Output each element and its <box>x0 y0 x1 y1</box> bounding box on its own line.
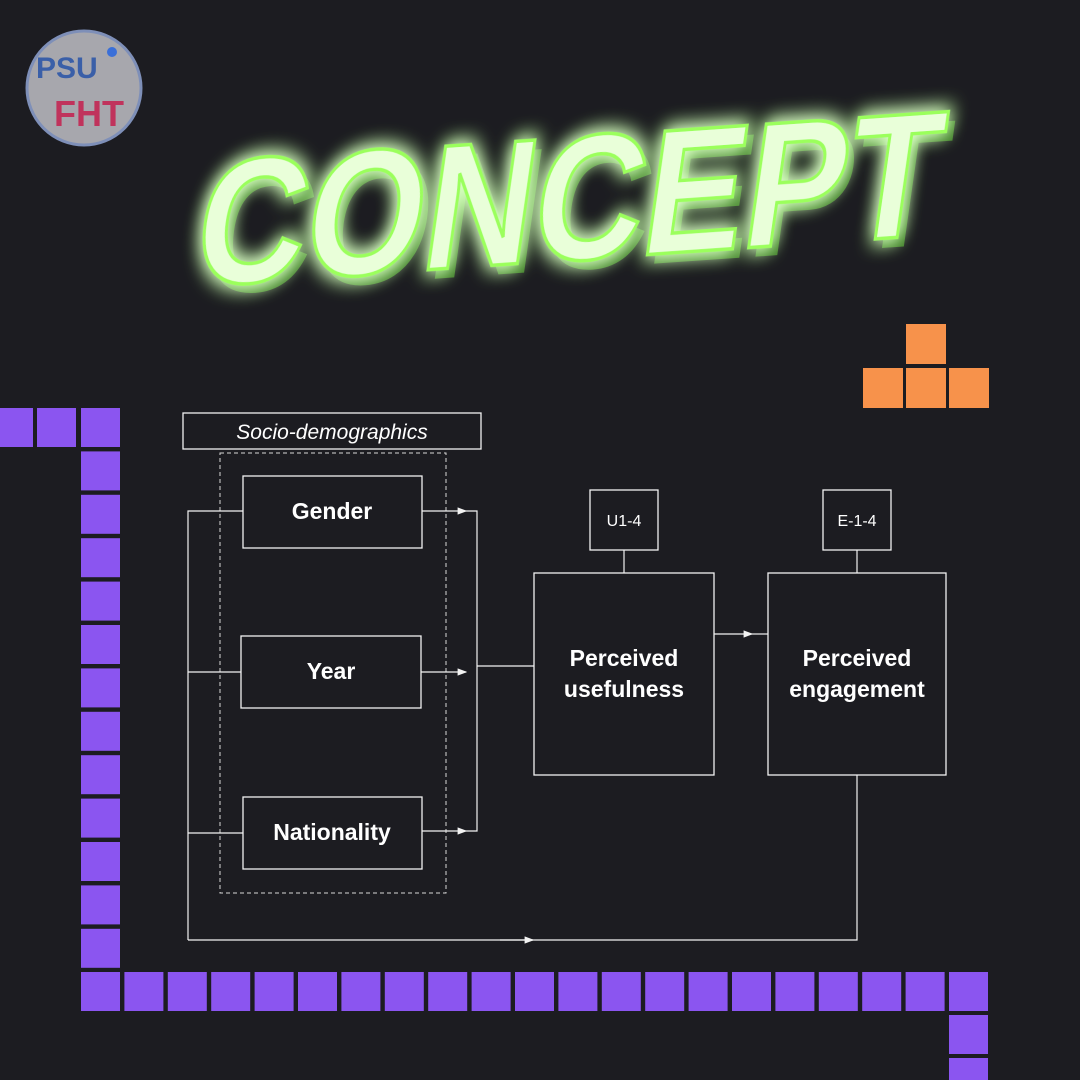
purple-block <box>645 972 685 1011</box>
purple-block <box>0 408 33 447</box>
purple-block <box>81 494 120 534</box>
purple-block <box>81 538 120 578</box>
purple-block <box>81 711 120 751</box>
purple-block <box>384 972 424 1011</box>
factor-nationality: Nationality <box>273 819 391 845</box>
purple-block <box>81 885 120 925</box>
purple-block <box>949 1058 988 1080</box>
purple-block <box>298 972 337 1011</box>
purple-block <box>949 1015 988 1054</box>
group-label-box <box>182 412 482 450</box>
purple-block <box>81 668 120 708</box>
purple-block <box>949 972 988 1011</box>
purple-block <box>818 972 858 1011</box>
factor-gender: Gender <box>292 498 373 524</box>
purple-block <box>81 798 120 838</box>
feedback-connector <box>188 775 858 941</box>
group-label: Socio-demographics <box>236 421 428 444</box>
logo-line1: PSU <box>36 52 98 85</box>
engagement-label-1: Perceived <box>803 645 912 671</box>
logo-line2: FHT <box>54 93 124 134</box>
left-connector <box>187 510 243 940</box>
purple-block <box>905 972 945 1011</box>
orange-block-decoration <box>863 324 989 408</box>
usefulness-box <box>533 572 715 776</box>
engagement-label-2: engagement <box>789 676 925 702</box>
purple-block <box>341 972 381 1011</box>
purple-block-border <box>0 408 988 1080</box>
purple-block <box>81 928 120 968</box>
purple-block <box>81 842 120 881</box>
logo-dot <box>107 47 117 57</box>
purple-block <box>515 972 554 1011</box>
purple-block <box>732 972 771 1011</box>
purple-block <box>81 408 120 447</box>
purple-block <box>211 972 251 1011</box>
engagement-box <box>767 572 947 776</box>
purple-block <box>558 972 598 1011</box>
purple-block <box>167 972 207 1011</box>
purple-block <box>37 408 76 447</box>
usefulness-label-1: Perceived <box>570 645 679 671</box>
factor-box-gender <box>242 475 423 549</box>
purple-block <box>428 972 468 1011</box>
purple-block <box>81 625 120 664</box>
merge-connector <box>466 510 534 832</box>
engagement-indicator: E-1-4 <box>837 513 876 530</box>
purple-block <box>775 972 815 1011</box>
purple-block <box>254 972 294 1011</box>
psu-fht-logo: PSU FHT <box>25 29 143 147</box>
usefulness-label-2: usefulness <box>564 676 684 702</box>
usefulness-indicator: U1-4 <box>607 513 642 530</box>
purple-block <box>81 755 120 795</box>
purple-block <box>124 972 164 1011</box>
purple-block <box>81 972 120 1011</box>
purple-block <box>471 972 511 1011</box>
factor-year: Year <box>307 658 356 684</box>
purple-block <box>862 972 902 1011</box>
purple-block <box>601 972 641 1011</box>
purple-block <box>688 972 728 1011</box>
group-dashed-box <box>219 452 447 894</box>
purple-block <box>81 581 120 621</box>
title-graphic: CONCEPT CONCEPT <box>183 71 962 330</box>
purple-block <box>81 451 120 491</box>
